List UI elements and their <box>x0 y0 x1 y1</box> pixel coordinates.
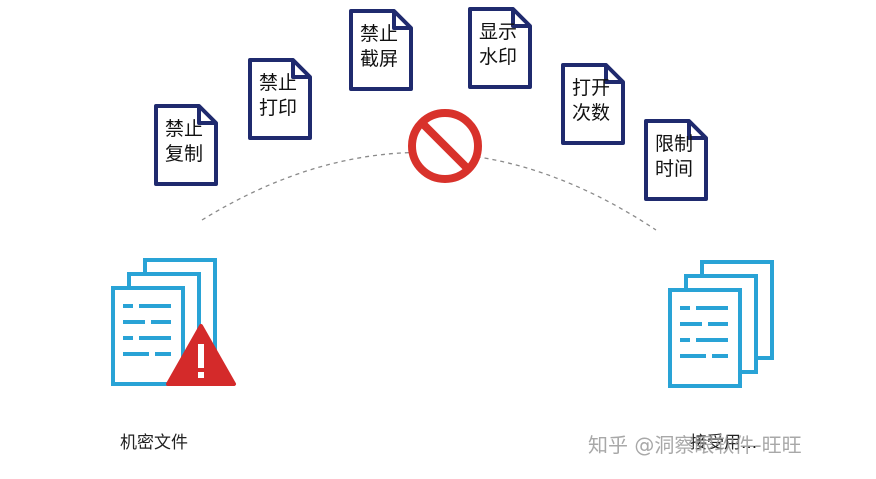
document-icon <box>644 119 708 201</box>
restriction-label: 禁止截屏 <box>359 23 398 70</box>
document-icon <box>248 58 312 140</box>
restriction-doc-open-count: 打开次数 <box>560 62 630 146</box>
document-icon <box>561 63 625 145</box>
recipient-label: 接受用... <box>690 433 758 453</box>
restriction-doc-no-copy: 禁止复制 <box>153 103 223 187</box>
restriction-doc-watermark: 显示水印 <box>467 6 537 90</box>
restriction-label: 禁止复制 <box>164 118 203 165</box>
received-files-icon <box>668 260 774 388</box>
prohibited-icon <box>408 109 482 183</box>
restriction-doc-time-limit: 限制时间 <box>643 118 713 202</box>
restriction-label: 禁止打印 <box>258 72 297 119</box>
watermark: 知乎 @洞察眼软件-旺旺 <box>588 433 802 457</box>
restriction-label: 限制时间 <box>654 133 693 180</box>
restriction-label: 打开次数 <box>571 77 610 124</box>
restriction-doc-no-print: 禁止打印 <box>247 57 317 141</box>
restriction-doc-no-screenshot: 禁止截屏 <box>348 8 418 92</box>
warning-icon <box>166 324 236 386</box>
document-icon <box>468 7 532 89</box>
document-icon <box>349 9 413 91</box>
restriction-label: 显示水印 <box>478 21 517 68</box>
document-icon <box>154 104 218 186</box>
confidential-file-label: 机密文件 <box>120 433 188 453</box>
